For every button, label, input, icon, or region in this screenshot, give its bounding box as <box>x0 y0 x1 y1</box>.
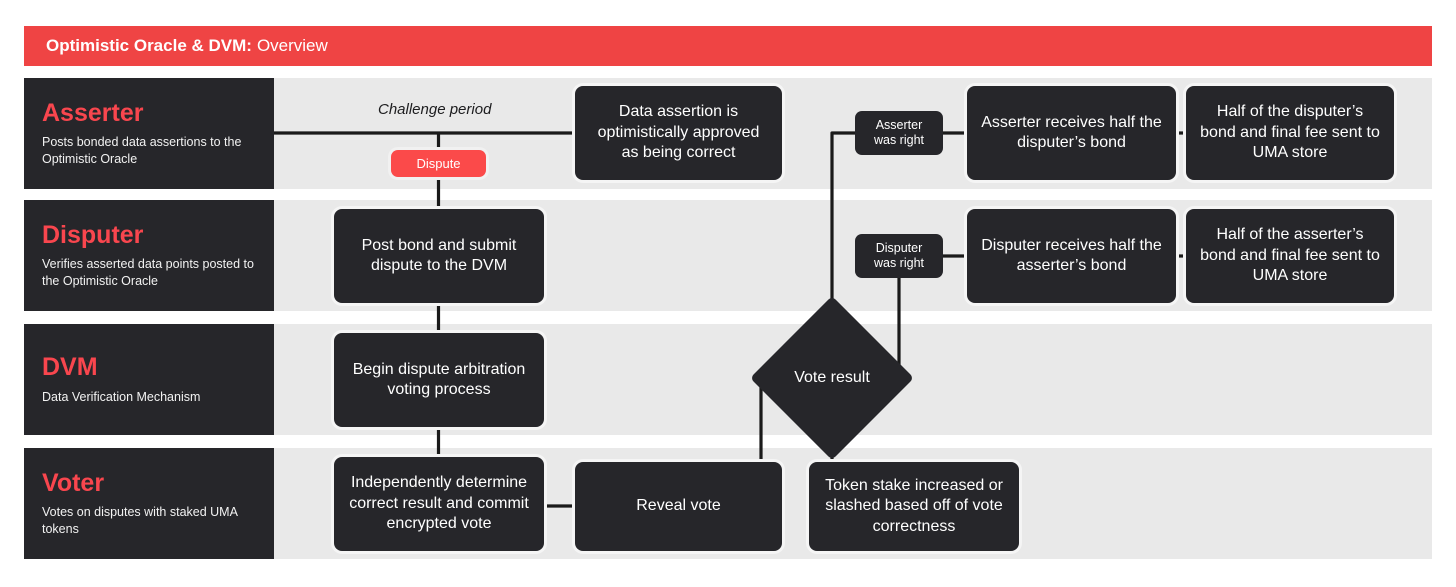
node-post-bond-submit[interactable]: Post bond and submit dispute to the DVM <box>334 209 544 303</box>
role-card-asserter: Asserter Posts bonded data assertions to… <box>24 78 274 189</box>
node-reveal-vote[interactable]: Reveal vote <box>575 462 782 551</box>
node-dispute-chip[interactable]: Dispute <box>391 150 486 177</box>
role-desc-disputer: Verifies asserted data points posted to … <box>42 257 254 288</box>
node-disputer-was-right[interactable]: Disputer was right <box>855 234 943 278</box>
node-token-stake[interactable]: Token stake increased or slashed based o… <box>809 462 1019 551</box>
banner-title-light: Overview <box>256 36 328 55</box>
node-data-assertion-approved[interactable]: Data assertion is optimistically approve… <box>575 86 782 180</box>
role-title-dvm: DVM <box>42 353 98 381</box>
annotation-challenge-period: Challenge period <box>378 101 492 118</box>
role-title-voter: Voter <box>42 468 105 497</box>
role-card-voter: Voter Votes on disputes with staked UMA … <box>24 448 274 559</box>
role-desc-voter: Votes on disputes with staked UMA tokens <box>42 505 238 536</box>
role-desc-asserter: Posts bonded data assertions to the Opti… <box>42 135 242 166</box>
role-desc-dvm: Data Verification Mechanism <box>42 389 201 404</box>
node-disputer-receives-half[interactable]: Disputer receives half the asserter’s bo… <box>967 209 1176 303</box>
vote-result-label: Vote result <box>794 368 870 386</box>
node-asserter-receives-half[interactable]: Asserter receives half the disputer’s bo… <box>967 86 1176 180</box>
node-vote-result[interactable]: Vote result <box>749 295 915 461</box>
node-asserter-was-right[interactable]: Asserter was right <box>855 111 943 155</box>
node-begin-arbitration[interactable]: Begin dispute arbitration voting process <box>334 333 544 427</box>
node-independently-determine[interactable]: Independently determine correct result a… <box>334 457 544 551</box>
banner-title-bold: Optimistic Oracle & DVM: <box>46 36 252 55</box>
node-half-asserter-bond-uma[interactable]: Half of the asserter’s bond and final fe… <box>1186 209 1394 303</box>
role-card-dvm: DVM Data Verification Mechanism <box>24 324 274 435</box>
node-half-disputer-bond-uma[interactable]: Half of the disputer’s bond and final fe… <box>1186 86 1394 180</box>
role-title-asserter: Asserter <box>42 98 144 127</box>
line-voteresult-to-asserter-right <box>830 131 855 320</box>
diagram-title-banner: Optimistic Oracle & DVM: Overview <box>24 26 1432 66</box>
role-card-disputer: Disputer Verifies asserted data points p… <box>24 200 274 311</box>
role-title-disputer: Disputer <box>42 220 144 249</box>
